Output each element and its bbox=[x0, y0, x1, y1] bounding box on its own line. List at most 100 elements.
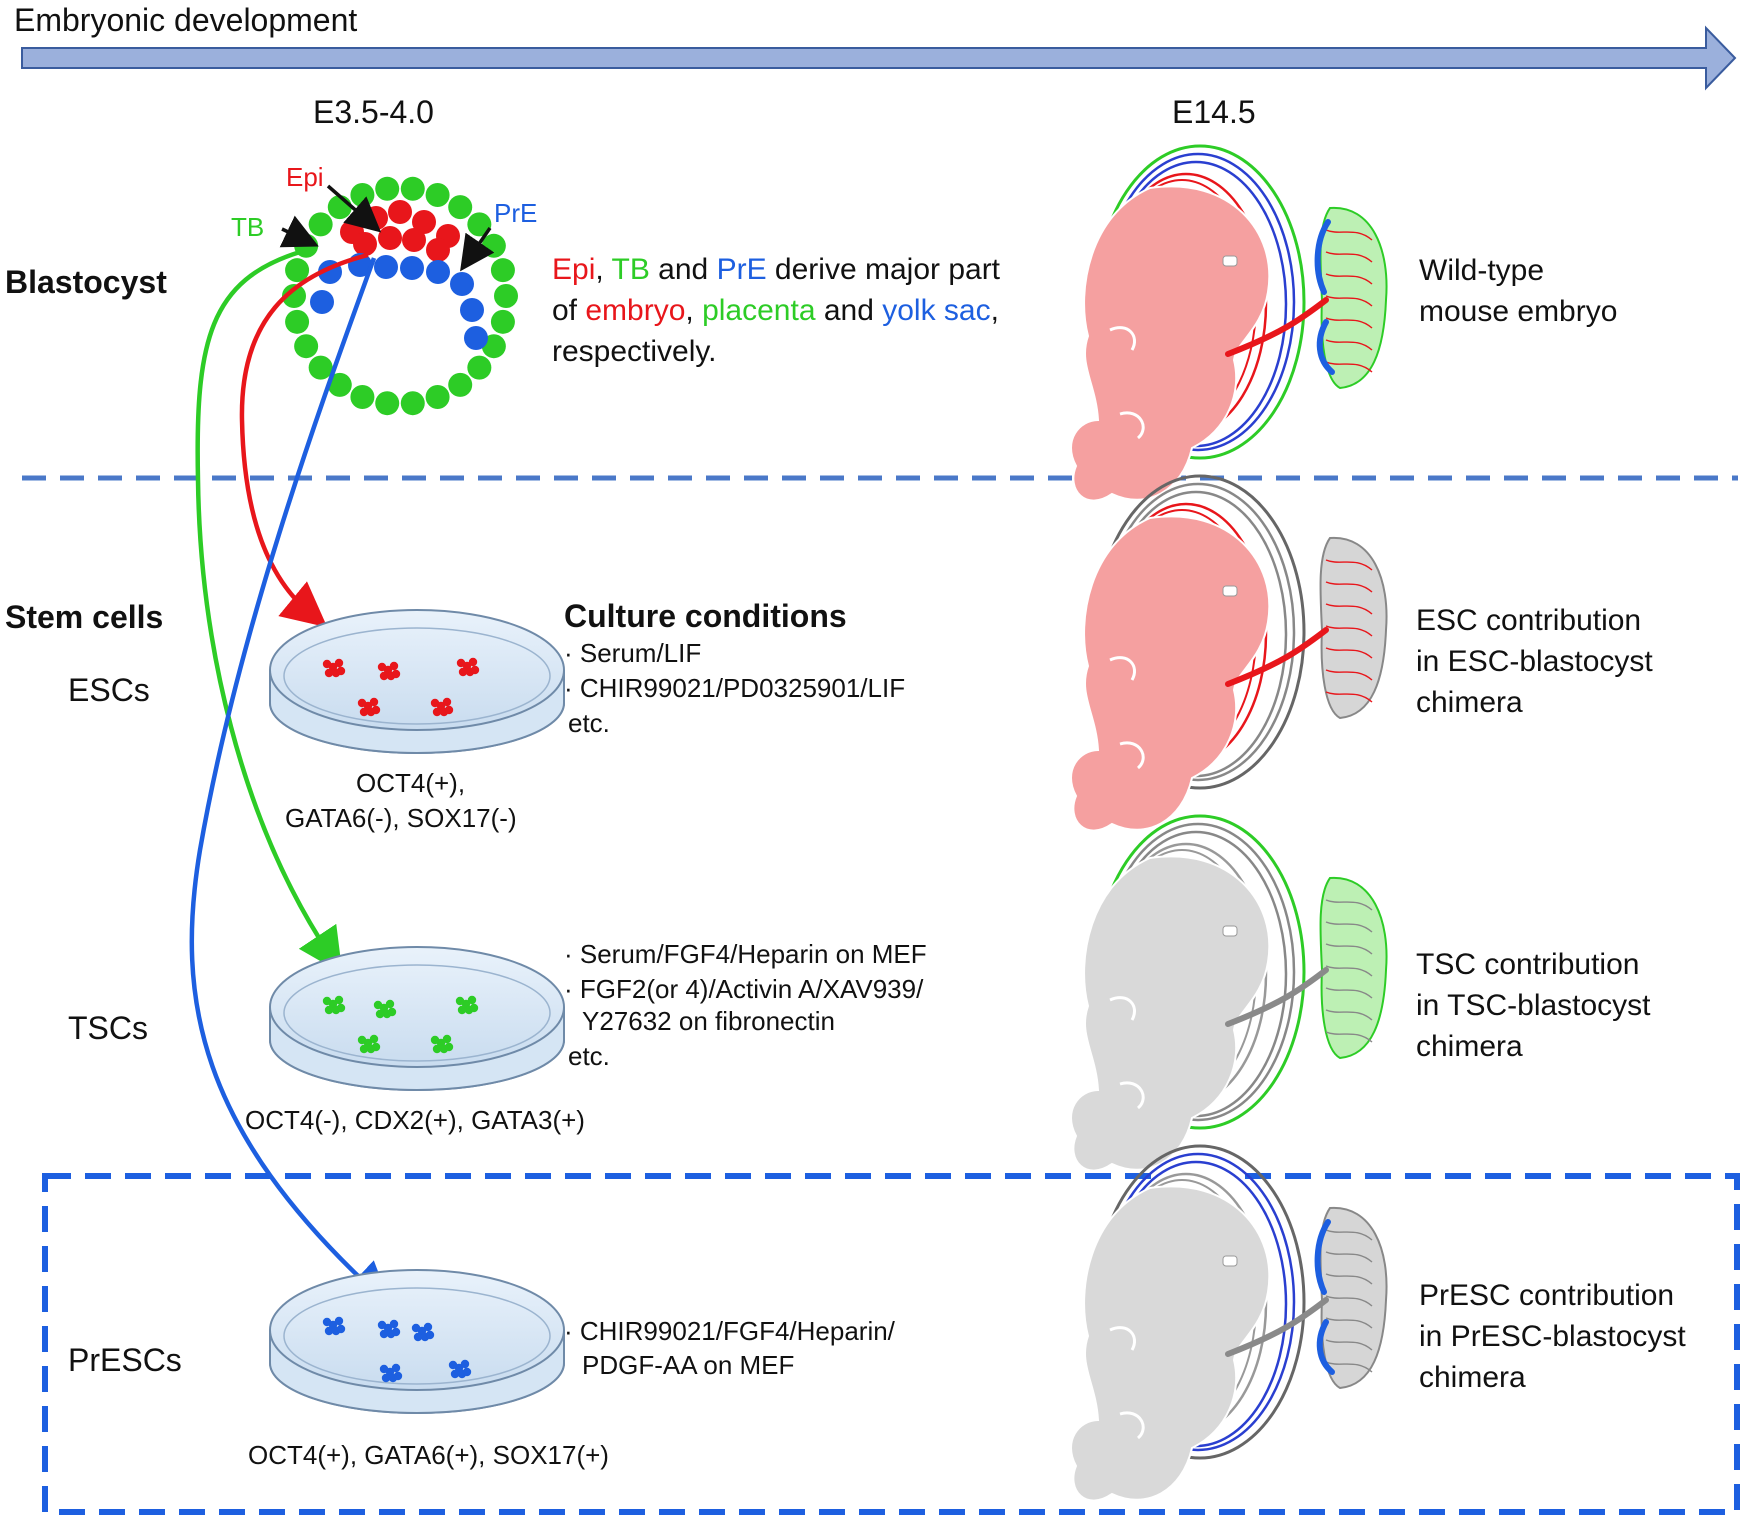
description-line-3: respectively. bbox=[552, 335, 717, 368]
epi-cell bbox=[378, 226, 402, 250]
cell-colony bbox=[322, 658, 346, 678]
tb-cell bbox=[285, 258, 310, 283]
pre-cell bbox=[450, 272, 474, 296]
tsc-condition-1: · Serum/FGF4/Heparin on MEF bbox=[564, 939, 927, 969]
presc-condition-1: · CHIR99021/FGF4/Heparin/ bbox=[564, 1316, 895, 1346]
epi-label: Epi bbox=[286, 162, 324, 192]
tsc-condition-2: · FGF2(or 4)/Activin A/XAV939/ bbox=[564, 974, 924, 1004]
tb-cell bbox=[481, 334, 506, 359]
cell-colony bbox=[322, 1316, 346, 1336]
tsc-condition-4: etc. bbox=[568, 1041, 610, 1071]
tb-cell bbox=[294, 334, 319, 359]
timeline-label: Embryonic development bbox=[14, 2, 358, 38]
esc-condition-2: · CHIR99021/PD0325901/LIF bbox=[564, 673, 906, 703]
epi-cell bbox=[402, 228, 426, 252]
pre-cell bbox=[374, 255, 398, 279]
cell-colony bbox=[373, 999, 397, 1019]
cell-colony bbox=[411, 1322, 435, 1342]
presc-contribution-1: PrESC contribution bbox=[1419, 1279, 1675, 1312]
esc-contribution-3: chimera bbox=[1416, 686, 1523, 719]
tb-cell bbox=[400, 391, 425, 416]
desc-derive: derive major part bbox=[766, 253, 1001, 286]
tsc-dish bbox=[269, 946, 565, 1091]
tb-cell bbox=[494, 284, 518, 308]
tsc-row-name: TSCs bbox=[68, 1010, 148, 1046]
pre-cell bbox=[464, 326, 488, 350]
blastocyst-diagram bbox=[282, 176, 518, 416]
tb-cell bbox=[425, 384, 450, 409]
esc-row-name: ESCs bbox=[68, 672, 150, 708]
cell-colony bbox=[456, 657, 480, 677]
tsc-chimera-embryo bbox=[1070, 814, 1388, 1172]
tb-cell bbox=[448, 195, 473, 220]
cell-colony bbox=[379, 1363, 403, 1383]
epi-cell bbox=[426, 238, 450, 262]
tsc-contribution-2: in TSC-blastocyst bbox=[1416, 989, 1651, 1022]
esc-condition-1: · Serum/LIF bbox=[564, 638, 702, 668]
esc-contribution-1: ESC contribution bbox=[1416, 604, 1642, 637]
wildtype-embryo bbox=[1070, 144, 1388, 502]
tb-label: TB bbox=[231, 212, 265, 242]
tb-cell bbox=[285, 309, 310, 334]
desc-placenta: placenta bbox=[702, 294, 816, 327]
tb-cell bbox=[308, 212, 333, 237]
tb-cell bbox=[448, 372, 473, 397]
stage-e14-label: E14.5 bbox=[1172, 94, 1256, 130]
cell-colony bbox=[357, 697, 381, 717]
cell-colony bbox=[377, 1319, 401, 1339]
desc-and-1: and bbox=[649, 253, 717, 286]
tb-cell bbox=[467, 212, 492, 237]
epi-cell bbox=[412, 210, 436, 234]
presc-chimera-embryo bbox=[1070, 1144, 1388, 1502]
cell-colony bbox=[430, 1034, 454, 1054]
desc-and-2: and bbox=[815, 294, 883, 327]
tb-pointer-arrow bbox=[279, 215, 319, 248]
tb-cell bbox=[282, 284, 306, 308]
tb-cell bbox=[350, 384, 375, 409]
pre-to-presc-arrow bbox=[189, 257, 392, 1308]
desc-epi: Epi bbox=[552, 253, 596, 286]
esc-dish bbox=[269, 609, 565, 754]
cell-colony bbox=[448, 1359, 472, 1379]
tb-to-tsc-arrow bbox=[195, 249, 343, 974]
pre-pointer-arrow bbox=[460, 227, 495, 272]
presc-dish bbox=[269, 1269, 565, 1414]
presc-marker-1: OCT4(+), GATA6(+), SOX17(+) bbox=[248, 1440, 609, 1470]
desc-yolk-sac: yolk sac bbox=[882, 294, 991, 327]
desc-of: of bbox=[552, 294, 586, 327]
tb-cell bbox=[308, 355, 333, 380]
cell-colony bbox=[455, 995, 479, 1015]
pre-label: PrE bbox=[494, 198, 538, 228]
pre-cell bbox=[400, 256, 424, 280]
description-line-1: Epi, TB and PrE derive major part bbox=[552, 253, 1000, 287]
cell-colony bbox=[377, 661, 401, 681]
tb-cell bbox=[490, 309, 515, 334]
desc-sep-1: , bbox=[595, 253, 612, 286]
esc-chimera-embryo bbox=[1070, 474, 1388, 832]
tsc-contribution-1: TSC contribution bbox=[1416, 948, 1640, 981]
esc-contribution-2: in ESC-blastocyst bbox=[1416, 645, 1653, 678]
wildtype-label-2: mouse embryo bbox=[1419, 295, 1618, 328]
pre-cell bbox=[426, 260, 450, 284]
tsc-condition-3: Y27632 on fibronectin bbox=[582, 1006, 835, 1036]
stage-e3-label: E3.5-4.0 bbox=[313, 94, 434, 130]
description-line-2: of embryo, placenta and yolk sac, bbox=[552, 294, 999, 328]
cell-colony bbox=[430, 697, 454, 717]
desc-tb: TB bbox=[611, 253, 650, 286]
tsc-marker-1: OCT4(-), CDX2(+), GATA3(+) bbox=[245, 1105, 585, 1135]
desc-sep-2: , bbox=[685, 294, 703, 327]
epi-cell bbox=[388, 200, 412, 224]
presc-contribution-2: in PrESC-blastocyst bbox=[1419, 1320, 1686, 1353]
cell-colony bbox=[357, 1034, 381, 1054]
tb-cell bbox=[490, 258, 515, 283]
tb-cell bbox=[327, 372, 352, 397]
tb-cell bbox=[467, 355, 492, 380]
stem-cells-title: Stem cells bbox=[5, 599, 164, 635]
esc-marker-1: OCT4(+), bbox=[356, 768, 466, 798]
esc-marker-2: GATA6(-), SOX17(-) bbox=[285, 803, 517, 833]
pre-cell bbox=[460, 298, 484, 322]
tsc-contribution-3: chimera bbox=[1416, 1030, 1523, 1063]
presc-highlight-box bbox=[42, 1173, 1740, 1515]
cell-colony bbox=[322, 995, 346, 1015]
